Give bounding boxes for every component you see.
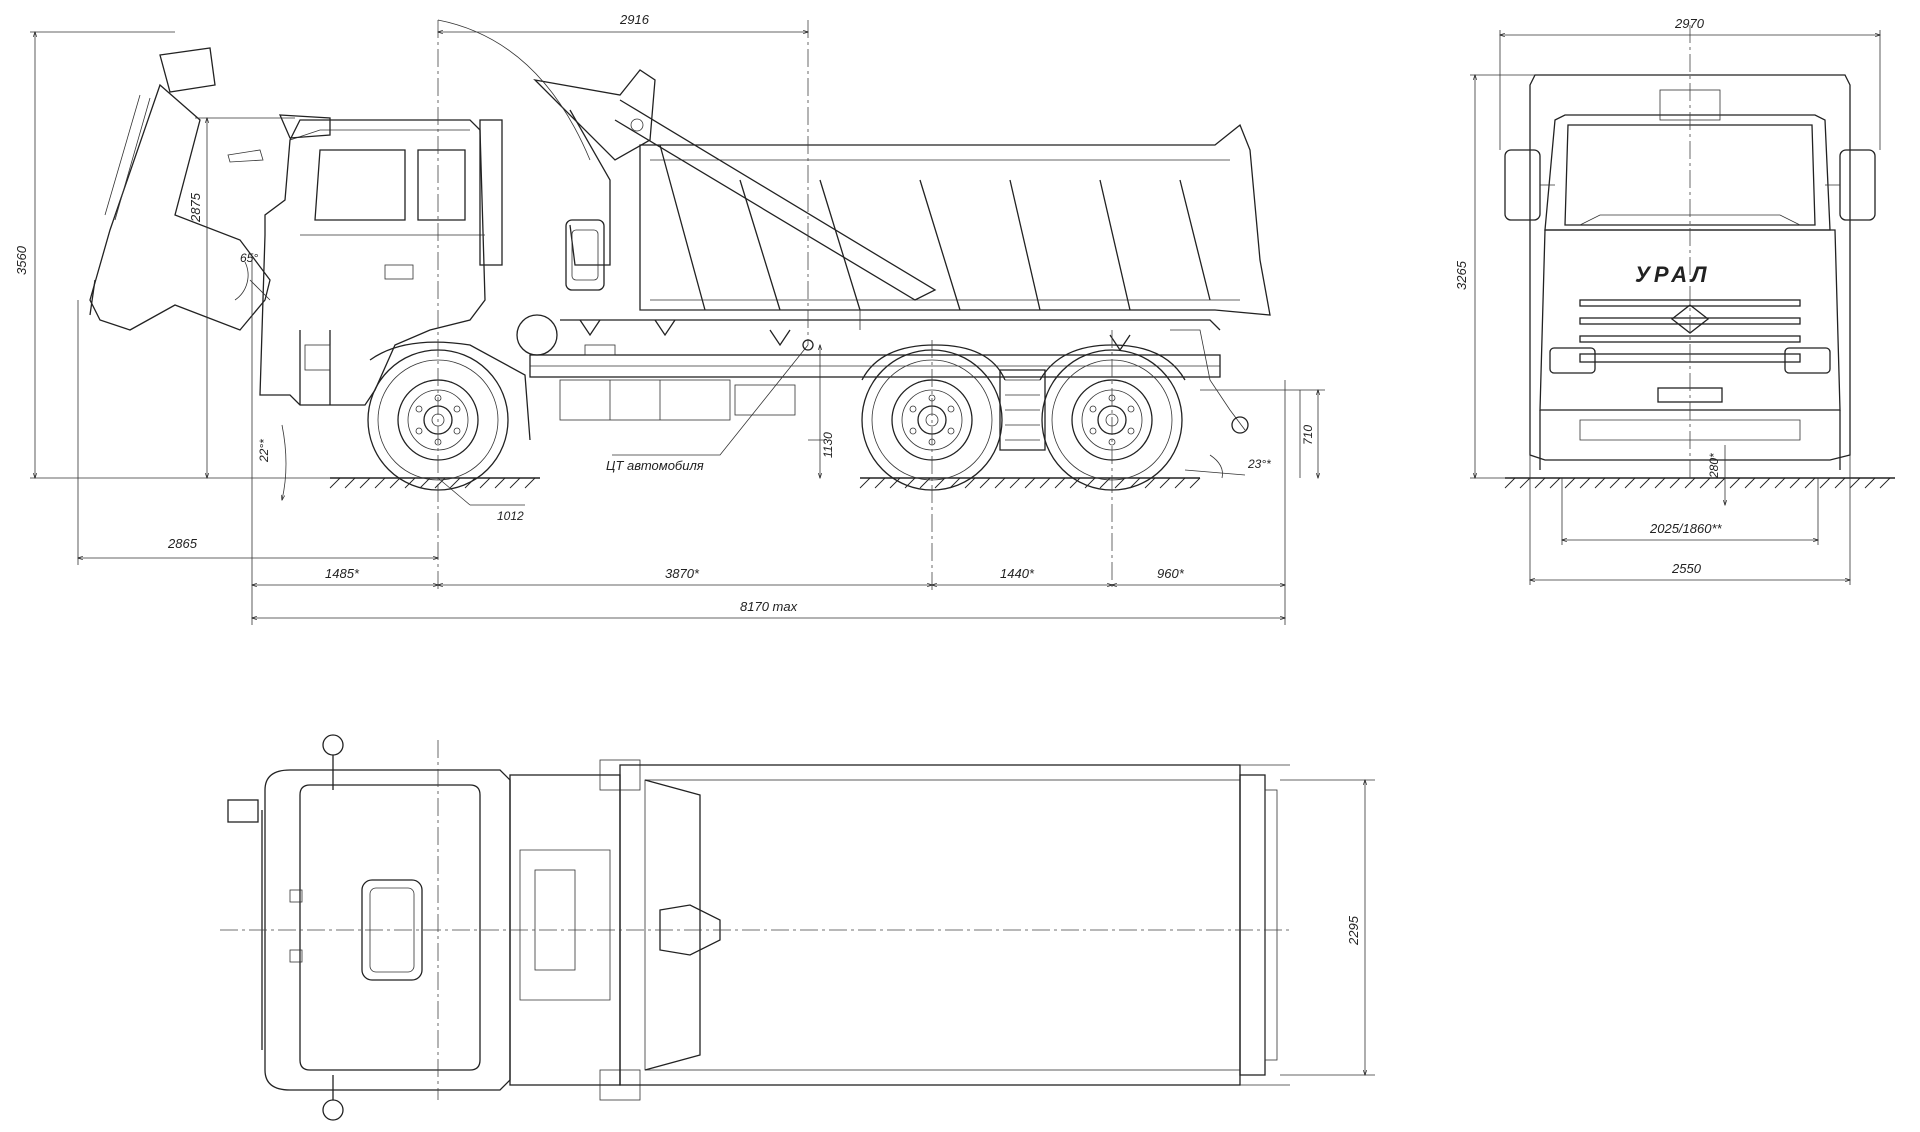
top-cab <box>227 734 511 1121</box>
dimension-texts-front: 2970 3265 280* 2025/1860** 2550 <box>1454 16 1723 576</box>
cab <box>227 114 558 406</box>
top-view: 2295 <box>220 734 1375 1121</box>
rear-tandem <box>861 344 1186 491</box>
dim-22deg: 22°* <box>257 439 271 463</box>
top-dump-body <box>619 764 1290 1086</box>
front-body: УРАЛ <box>1504 74 1876 470</box>
dimension-lines-front <box>1475 35 1880 580</box>
dim-3870: 3870* <box>665 566 700 581</box>
dim-1012: 1012 <box>497 509 524 523</box>
chassis-frame <box>529 319 1249 434</box>
dim-1130: 1130 <box>821 432 835 458</box>
dim-2865: 2865 <box>167 536 198 551</box>
ground-line-front <box>1504 477 1895 489</box>
side-view: 2916 3560 2875 65° 22°* 23°* 1012 1130 7… <box>14 12 1325 625</box>
dump-body <box>533 69 1271 330</box>
dimension-lines-top <box>1280 780 1375 1075</box>
dim-65deg: 65° <box>240 251 258 265</box>
cg-label: ЦТ автомобиля <box>606 458 704 473</box>
front-view: УРАЛ 2970 3265 280* 2025/1860** 2550 <box>1454 16 1895 585</box>
dim-2916: 2916 <box>619 12 650 27</box>
dimension-lines-side <box>35 19 1318 618</box>
dim-1485: 1485* <box>325 566 360 581</box>
center-lines-side <box>437 20 1113 590</box>
dim-2295: 2295 <box>1346 915 1361 946</box>
dim-3265: 3265 <box>1454 260 1469 290</box>
dim-23deg: 23°* <box>1247 457 1271 471</box>
dim-2875: 2875 <box>188 192 203 223</box>
extension-lines-front <box>1470 30 1881 585</box>
dimension-texts-side: 2916 3560 2875 65° 22°* 23°* 1012 1130 7… <box>14 12 1315 614</box>
dim-2970: 2970 <box>1674 16 1705 31</box>
dim-8170: 8170 max <box>740 599 798 614</box>
dim-2025-1860: 2025/1860** <box>1649 521 1723 536</box>
dim-1440: 1440* <box>1000 566 1035 581</box>
brand-logo: УРАЛ <box>1635 262 1710 287</box>
dim-2550: 2550 <box>1671 561 1702 576</box>
tilted-cab-outline <box>89 47 271 331</box>
dim-280: 280* <box>1707 453 1721 479</box>
dim-3560: 3560 <box>14 245 29 275</box>
dim-710: 710 <box>1301 425 1315 445</box>
extension-lines-side <box>30 31 1325 625</box>
front-wheel <box>367 341 531 491</box>
dim-960: 960* <box>1157 566 1185 581</box>
